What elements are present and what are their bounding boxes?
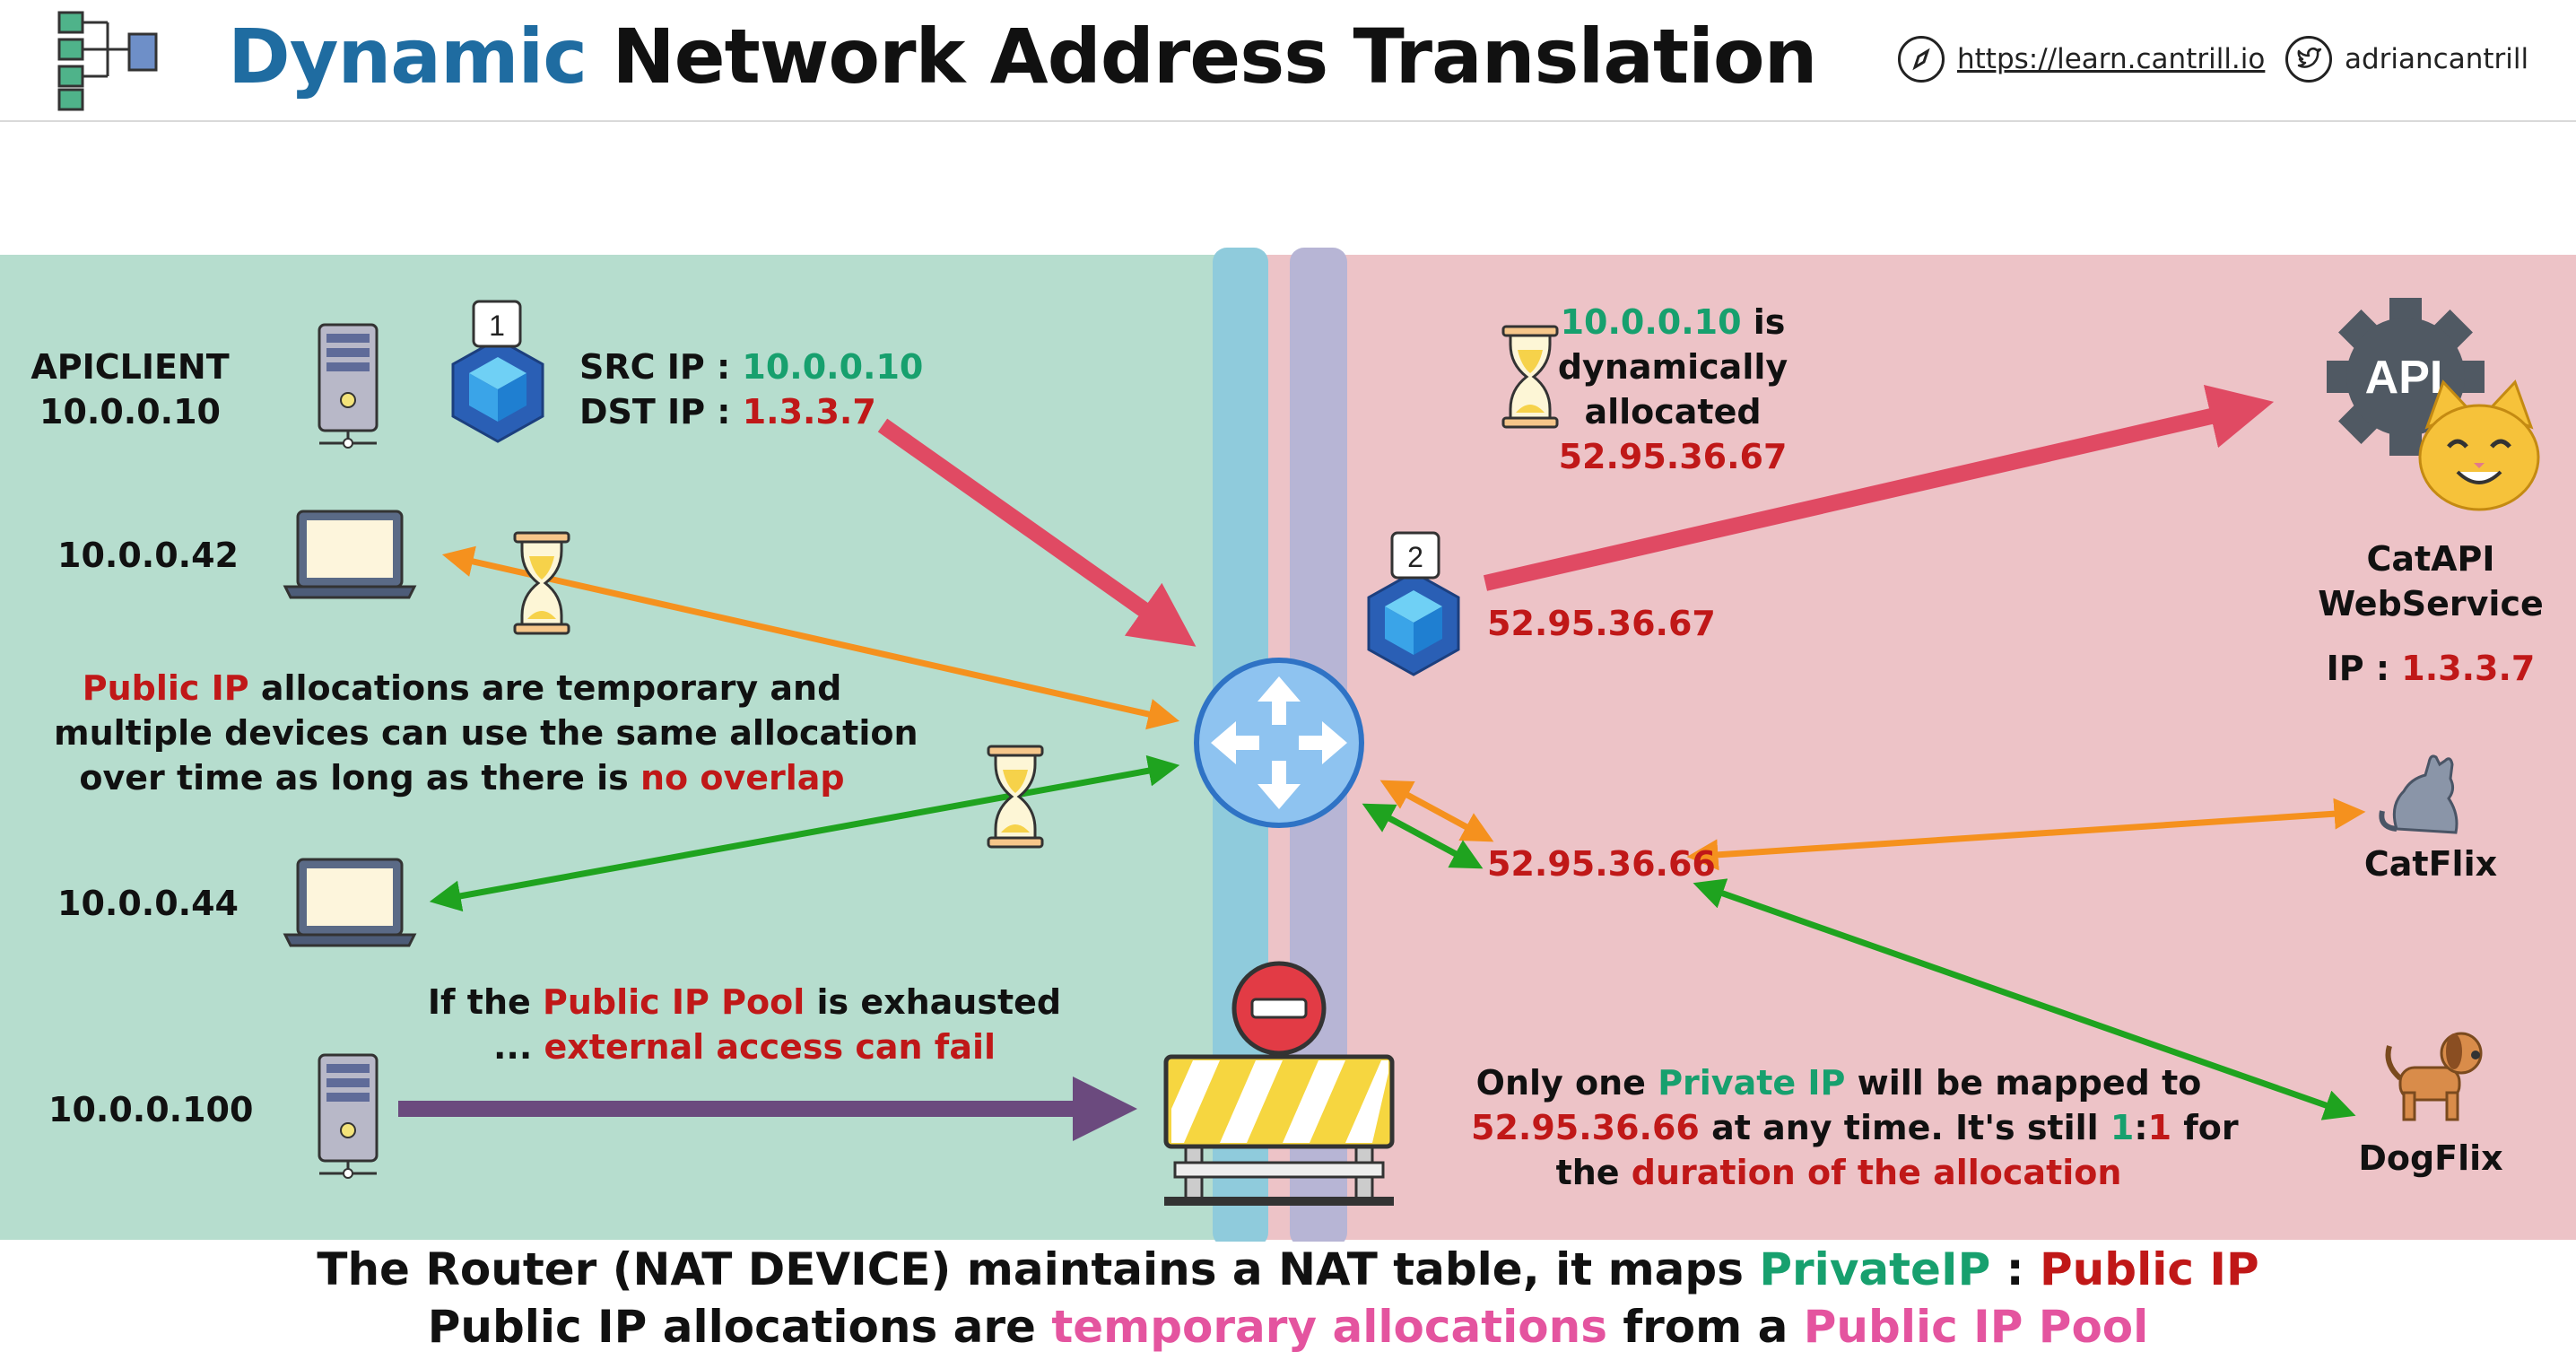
arrow-ip66-catflix xyxy=(1686,798,2366,871)
summary1-start: The Router (NAT DEVICE) maintains a NAT … xyxy=(317,1243,1760,1295)
only-line1-start: Only one xyxy=(1475,1063,1658,1103)
only-line3-start: the xyxy=(1555,1153,1632,1192)
arrow-ip66-dogflix xyxy=(1693,878,2356,1120)
only-ip: 52.95.36.66 xyxy=(1471,1108,1700,1147)
packet-1-cube-icon xyxy=(451,300,544,443)
only-duration: duration of the allocation xyxy=(1631,1153,2122,1192)
alloc-line2: dynamically xyxy=(1557,347,1788,387)
summary2-temp: temporary allocations xyxy=(1051,1301,1607,1353)
router-nat-device-icon xyxy=(1194,658,1364,828)
summary1-private: PrivateIP xyxy=(1759,1243,1991,1295)
summary2-mid: from a xyxy=(1606,1301,1804,1353)
laptop-icon-42 xyxy=(283,510,416,599)
title-dynamic: Dynamic xyxy=(228,13,587,100)
pool-line1-end: is exhausted xyxy=(805,982,1062,1022)
alloc-private-ip: 10.0.0.10 xyxy=(1560,302,1742,342)
one-to-one-note: Only one Private IP will be mapped to 52… xyxy=(1471,1060,2239,1195)
twitter-bird-icon xyxy=(2285,36,2332,83)
alloc-line3: allocated xyxy=(1584,392,1762,432)
packet-1-badge: 1 xyxy=(489,309,505,342)
bottom-summary: The Router (NAT DEVICE) maintains a NAT … xyxy=(0,1242,2576,1360)
arrow-laptop2-router xyxy=(429,754,1180,912)
pool-line1-start: If the xyxy=(427,982,543,1022)
arrow-router-ip66-green xyxy=(1362,803,1484,869)
catflix-label: CatFlix xyxy=(2363,844,2498,884)
public-ip-66-label: 52.95.36.66 xyxy=(1487,844,1716,884)
laptop2-ip-label: 10.0.0.44 xyxy=(57,884,239,923)
src-ip-value: 10.0.0.10 xyxy=(742,347,924,387)
arrow-packet1-to-router xyxy=(877,418,1197,647)
smiling-cat-face-icon xyxy=(2418,379,2540,511)
alloc-public-ip: 52.95.36.67 xyxy=(1558,437,1788,476)
src-ip-label: SRC IP : xyxy=(579,347,743,387)
api-gear-label: API xyxy=(2365,352,2443,404)
summary2-pool: Public IP Pool xyxy=(1803,1301,2149,1353)
pool-line2-red: external access can fail xyxy=(544,1027,996,1067)
summary2-start: Public IP allocations are xyxy=(427,1301,1052,1353)
course-url[interactable]: https://learn.cantrill.io xyxy=(1957,43,2266,75)
only-line2-mid: at any time. It's still xyxy=(1699,1108,2110,1147)
dogflix-label: DogFlix xyxy=(2358,1138,2503,1178)
twitter-link[interactable]: adriancantrill xyxy=(2285,34,2528,84)
only-private: Private IP xyxy=(1658,1063,1846,1103)
header-bar: Dynamic Network Address Translation http… xyxy=(0,0,2576,122)
only-line1-end: will be mapped to xyxy=(1845,1063,2202,1103)
public-ip-67-label: 52.95.36.67 xyxy=(1487,604,1716,643)
apiclient-name: APICLIENT xyxy=(30,347,230,387)
summary-line1: The Router (NAT DEVICE) maintains a NAT … xyxy=(0,1243,2576,1295)
network-diagram-icon xyxy=(57,11,158,111)
apiclient-label: APICLIENT 10.0.0.10 xyxy=(27,344,233,434)
server2-ip-label: 10.0.0.100 xyxy=(48,1090,254,1129)
packet-2-badge: 2 xyxy=(1407,541,1423,573)
catapi-ip-label: IP : xyxy=(2326,649,2402,688)
apiclient-server-icon xyxy=(318,323,379,449)
note-line1-rest: allocations are temporary and xyxy=(248,668,842,708)
twitter-handle[interactable]: adriancantrill xyxy=(2345,43,2529,75)
pool-highlight: Public IP Pool xyxy=(543,982,805,1022)
catapi-line1: CatAPI xyxy=(2366,539,2495,579)
public-ip-allocation-note: Public IP allocations are temporary and … xyxy=(54,666,918,800)
note-public-ip: Public IP xyxy=(82,668,249,708)
course-link[interactable]: https://learn.cantrill.io xyxy=(1898,34,2265,84)
summary-line2: Public IP allocations are temporary allo… xyxy=(0,1301,2576,1353)
barrier-blocked-icon xyxy=(1163,961,1395,1206)
catapi-line2: WebService xyxy=(2318,584,2544,623)
pool-exhausted-note: If the Public IP Pool is exhausted ... e… xyxy=(422,980,1067,1069)
alloc-is: is xyxy=(1741,302,1786,342)
cat-silhouette-icon xyxy=(2379,754,2459,834)
dst-ip-label: DST IP : xyxy=(579,392,743,432)
only-1a: 1 xyxy=(2110,1108,2135,1147)
packet1-ip-info: SRC IP : 10.0.0.10 DST IP : 1.3.3.7 xyxy=(579,344,923,434)
only-1b: 1 xyxy=(2147,1108,2172,1147)
laptop-icon-44 xyxy=(283,858,416,947)
summary1-public: Public IP xyxy=(2040,1243,2259,1295)
arrow-router-to-catapi xyxy=(1483,384,2275,591)
pool-line2-start: ... xyxy=(492,1027,544,1067)
arrow-laptop1-router xyxy=(441,545,1180,730)
note-overlap: no overlap xyxy=(640,758,845,798)
server-icon-100 xyxy=(318,1053,379,1180)
laptop1-ip-label: 10.0.0.42 xyxy=(57,536,239,575)
note-line2: multiple devices can use the same alloca… xyxy=(54,713,918,753)
catapi-ip-value: 1.3.3.7 xyxy=(2401,649,2536,688)
packet-2-cube-icon xyxy=(1367,531,1460,676)
title-rest: Network Address Translation xyxy=(587,13,1817,100)
only-colon: : xyxy=(2134,1108,2148,1147)
dst-ip-value: 1.3.3.7 xyxy=(742,392,876,432)
dynamic-allocation-note: 10.0.0.10 is dynamically allocated 52.95… xyxy=(1543,300,1803,479)
apiclient-ip: 10.0.0.10 xyxy=(39,392,221,432)
catapi-label: CatAPI WebService IP : 1.3.3.7 xyxy=(2296,536,2565,691)
note-line3-start: over time as long as there is xyxy=(79,758,640,798)
dog-icon xyxy=(2385,1032,2483,1121)
compass-icon xyxy=(1898,36,1945,83)
only-line2-end: for xyxy=(2171,1108,2239,1147)
summary1-sep: : xyxy=(1990,1243,2041,1295)
page-title: Dynamic Network Address Translation xyxy=(228,13,1817,100)
